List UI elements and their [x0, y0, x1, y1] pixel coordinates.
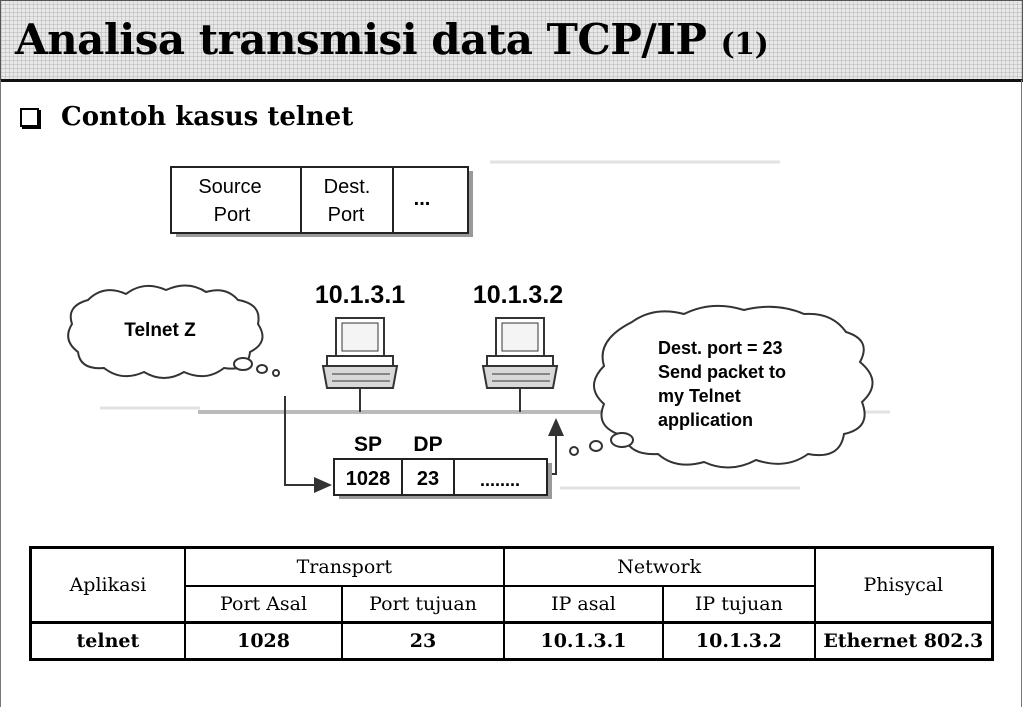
- cell-physical: Ethernet 802.3: [813, 621, 994, 661]
- outgoing-arrow: [284, 396, 332, 493]
- table-subheader-row: Port Asal Port tujuan IP asal IP tujuan: [31, 585, 993, 624]
- background-noise: [100, 160, 890, 490]
- page-title-text: Analisa transmisi data TCP/IP: [15, 15, 707, 64]
- header-physical: Phisycal: [813, 546, 994, 624]
- tcp-header-fields: Source Port Dest. Port ...: [170, 166, 473, 237]
- cloud-right-line-3: my Telnet: [658, 386, 741, 406]
- frame-left-border: [0, 80, 1, 707]
- table-header-row: Aplikasi Transport Network Phisycal: [29, 546, 994, 624]
- thought-cloud-right: Dest. port = 23 Send packet to my Telnet…: [569, 304, 874, 469]
- cell-aplikasi: telnet: [29, 621, 186, 661]
- header-aplikasi: Aplikasi: [29, 546, 186, 624]
- cell-ip-tujuan: 10.1.3.2: [662, 621, 816, 661]
- telnet-command-label: Telnet Z: [124, 320, 196, 341]
- checkbox-bullet-icon: [20, 107, 39, 127]
- cell-port-asal: 1028: [183, 621, 344, 661]
- bullet-text: Contoh kasus telnet: [61, 102, 354, 132]
- cell-ip-asal: 10.1.3.1: [502, 621, 665, 661]
- source-label: Source: [198, 176, 261, 198]
- header-ip-asal: IP asal: [502, 585, 665, 624]
- packet-box: SP DP 1028 23 ........: [333, 433, 552, 499]
- dp-label: DP: [413, 433, 442, 456]
- cloud-right-line-4: application: [658, 410, 753, 430]
- more-fields-label: ...: [414, 188, 431, 210]
- host1-ip-label: 10.1.3.1: [315, 281, 405, 309]
- cell-port-tujuan: 23: [341, 621, 505, 661]
- host2-ip-label: 10.1.3.2: [473, 281, 563, 309]
- cloud-right-line-2: Send packet to: [658, 362, 786, 382]
- page-number-label: (1): [720, 27, 769, 62]
- frame-right-border: [1021, 80, 1022, 707]
- dest-port-label: Port: [328, 204, 365, 226]
- computer-icon-host1: [321, 317, 399, 412]
- header-transport: Transport: [183, 546, 505, 587]
- telnet-diagram: Source Port Dest. Port ... 10.1.3.1 10.1…: [67, 160, 890, 499]
- payload-value: ........: [480, 470, 520, 490]
- title-bar: Analisa transmisi data TCP/IP (1): [0, 0, 1023, 82]
- header-ip-tujuan: IP tujuan: [662, 585, 816, 624]
- cloud-right-line-1: Dest. port = 23: [658, 338, 783, 358]
- sp-value: 1028: [346, 468, 391, 490]
- source-port-label: Port: [214, 204, 251, 226]
- page-title: Analisa transmisi data TCP/IP (1): [15, 15, 769, 70]
- sp-label: SP: [354, 433, 382, 456]
- thought-cloud-left: Telnet Z: [67, 284, 280, 379]
- computer-icon-host2: [481, 317, 559, 412]
- header-port-asal: Port Asal: [183, 585, 344, 624]
- protocol-layers-table: Aplikasi Transport Network Phisycal Port…: [29, 546, 994, 661]
- bullet-item: Contoh kasus telnet: [20, 102, 353, 132]
- header-port-tujuan: Port tujuan: [341, 585, 505, 624]
- table-row: telnet 1028 23 10.1.3.1 10.1.3.2 Etherne…: [29, 621, 994, 661]
- dest-label: Dest.: [324, 176, 371, 198]
- header-network: Network: [502, 546, 816, 587]
- dp-value: 23: [417, 468, 439, 490]
